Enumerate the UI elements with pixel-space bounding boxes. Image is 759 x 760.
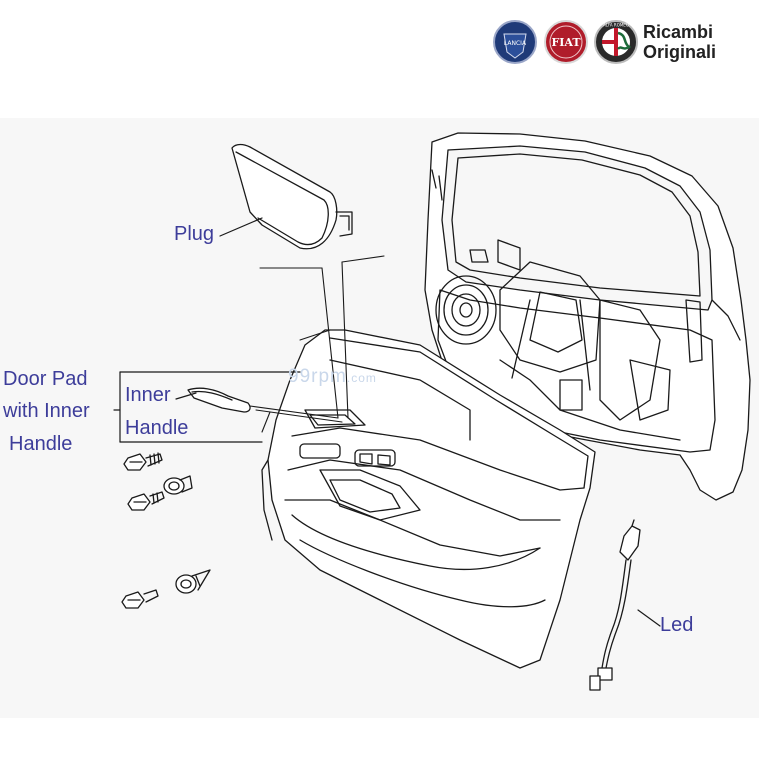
inner-handle-part [187,387,251,413]
lancia-logo-text: LANCIA [504,40,527,47]
label-door-pad-line-1: Door Pad [3,368,88,390]
label-door-pad-line-3: Handle [9,433,73,455]
guide-lines [249,255,385,433]
clip-1 [163,475,193,495]
fiat-logo-text: FIAT [551,36,581,49]
lancia-logo: LANCIA [493,20,537,64]
label-door-pad-line-2: with Inner [3,400,90,422]
brand-line-1: Ricambi [643,22,714,42]
alfa-romeo-logo: ALFA ROMEO [594,20,638,64]
door-pad [261,329,596,669]
screw-3 [121,589,159,609]
fiat-logo: FIAT [544,20,588,64]
watermark: 99rpm.com [288,366,377,388]
brand-title: Ricambi Originali [643,22,716,62]
plug-part [231,143,353,250]
label-inner-handle-line-1: Inner [125,384,171,406]
label-led: Led [660,614,694,636]
watermark-suffix: .com [346,371,377,385]
screw-1 [123,452,163,471]
leader-lines [113,217,661,627]
screw-2 [127,491,165,511]
label-inner-handle-line-2: Handle [125,417,189,439]
label-plug: Plug [174,223,215,245]
clip-2 [175,569,211,594]
alfa-romeo-logo-text: ALFA ROMEO [603,23,629,28]
led-part [589,519,641,691]
watermark-main: 99rpm [288,366,347,387]
brand-line-2: Originali [643,42,717,62]
